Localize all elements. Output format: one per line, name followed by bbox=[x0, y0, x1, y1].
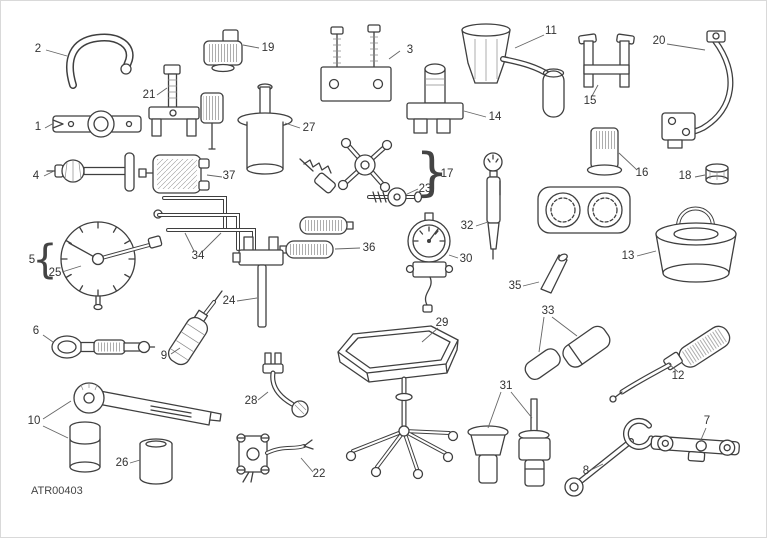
callout-labels: 2 19 3 11 15 20 1 21 27 14 4 37 17 23 16… bbox=[28, 25, 711, 480]
callout-30: 30 bbox=[460, 253, 473, 265]
callout-22: 22 bbox=[313, 468, 326, 480]
tool-16-cylinder-and-ring-plate bbox=[537, 127, 631, 234]
tool-3-bracket-with-studs bbox=[320, 24, 392, 102]
callout-36: 36 bbox=[363, 242, 376, 254]
tool-26-cup-bushing bbox=[139, 438, 173, 485]
brace-left-icon: { bbox=[32, 237, 57, 283]
callout-26: 26 bbox=[116, 457, 129, 469]
callout-5: 5 bbox=[29, 254, 35, 266]
leader-lines bbox=[42, 34, 707, 473]
tool-14-mounting-base bbox=[406, 63, 464, 134]
tool-15-fork-tool bbox=[578, 33, 635, 88]
tool-18-cap-nut bbox=[705, 163, 729, 185]
callout-33: 33 bbox=[542, 305, 555, 317]
tool-32-pencil-gauge bbox=[483, 152, 503, 260]
callout-7: 7 bbox=[704, 415, 710, 427]
callout-35: 35 bbox=[509, 280, 522, 292]
tool-9-screwdriver bbox=[167, 290, 223, 366]
tool-22-adjuster-bracket bbox=[236, 433, 314, 483]
callout-23: 23 bbox=[419, 183, 432, 195]
tool-4-spinner-shaft bbox=[46, 152, 135, 192]
tool-24-fork-bracket-rod bbox=[232, 236, 284, 328]
callout-32: 32 bbox=[461, 220, 474, 232]
callout-13: 13 bbox=[622, 250, 635, 262]
callout-3: 3 bbox=[407, 44, 413, 56]
tool-30-dial-gauge bbox=[405, 212, 454, 313]
callout-14: 14 bbox=[489, 111, 502, 123]
tool-20-curved-arm bbox=[661, 30, 734, 149]
callout-21: 21 bbox=[143, 89, 156, 101]
tool-23-shaft-with-gear bbox=[367, 187, 423, 207]
tool-37-sleeve-with-tabs bbox=[138, 154, 210, 194]
callout-37: 37 bbox=[223, 170, 236, 182]
callout-34: 34 bbox=[192, 250, 205, 262]
callout-15: 15 bbox=[584, 95, 597, 107]
callout-6: 6 bbox=[33, 325, 39, 337]
callout-25: 25 bbox=[49, 267, 62, 279]
callout-18: 18 bbox=[679, 170, 692, 182]
tool-11-clutch-holder bbox=[461, 23, 565, 118]
tool-10-holding-wrench bbox=[69, 382, 222, 473]
callout-2: 2 bbox=[35, 43, 41, 55]
tool-28-crank-lever bbox=[262, 352, 309, 418]
tool-29-work-tray-stand bbox=[337, 325, 459, 480]
tool-5-degree-wheel bbox=[60, 221, 163, 311]
callout-4: 4 bbox=[33, 170, 40, 182]
callout-24: 24 bbox=[223, 295, 236, 307]
callout-11: 11 bbox=[545, 25, 557, 37]
tool-17-puller-group bbox=[299, 137, 393, 194]
callout-10: 10 bbox=[28, 415, 41, 427]
callout-27: 27 bbox=[303, 122, 316, 134]
tool-19-cylinder-adapter bbox=[203, 29, 243, 73]
callout-20: 20 bbox=[653, 35, 666, 47]
diagram-code: ATR00403 bbox=[31, 485, 83, 497]
tool-21-puller-bolt-set bbox=[148, 64, 224, 150]
brace-right-icon: } bbox=[415, 143, 448, 203]
tool-8-open-end-wrench bbox=[564, 417, 655, 497]
callout-1: 1 bbox=[35, 121, 41, 133]
tool-34-bent-rods bbox=[153, 196, 256, 255]
callout-29: 29 bbox=[436, 317, 449, 329]
callout-16: 16 bbox=[636, 167, 649, 179]
tool-6-ring-spanner bbox=[51, 335, 156, 359]
tool-2-curved-handle bbox=[66, 33, 134, 89]
tool-33-sleeves bbox=[524, 325, 611, 381]
callout-9: 9 bbox=[161, 350, 167, 362]
callout-12: 12 bbox=[672, 370, 685, 382]
tool-1-timing-plate bbox=[52, 110, 142, 138]
callout-28: 28 bbox=[245, 395, 258, 407]
tool-27-installer-drift bbox=[237, 83, 293, 175]
tool-31-drift-pair bbox=[467, 398, 551, 487]
callout-19: 19 bbox=[262, 42, 275, 54]
tool-35-cone bbox=[540, 253, 568, 294]
tool-7-link-bar bbox=[650, 435, 740, 463]
callout-8: 8 bbox=[583, 465, 589, 477]
callout-17: 17 bbox=[441, 168, 454, 180]
tool-36-knurled-rollers bbox=[279, 216, 354, 259]
tool-13-bearing-cup bbox=[655, 206, 737, 283]
tool-12-flex-driver bbox=[609, 325, 731, 403]
callout-31: 31 bbox=[500, 380, 513, 392]
